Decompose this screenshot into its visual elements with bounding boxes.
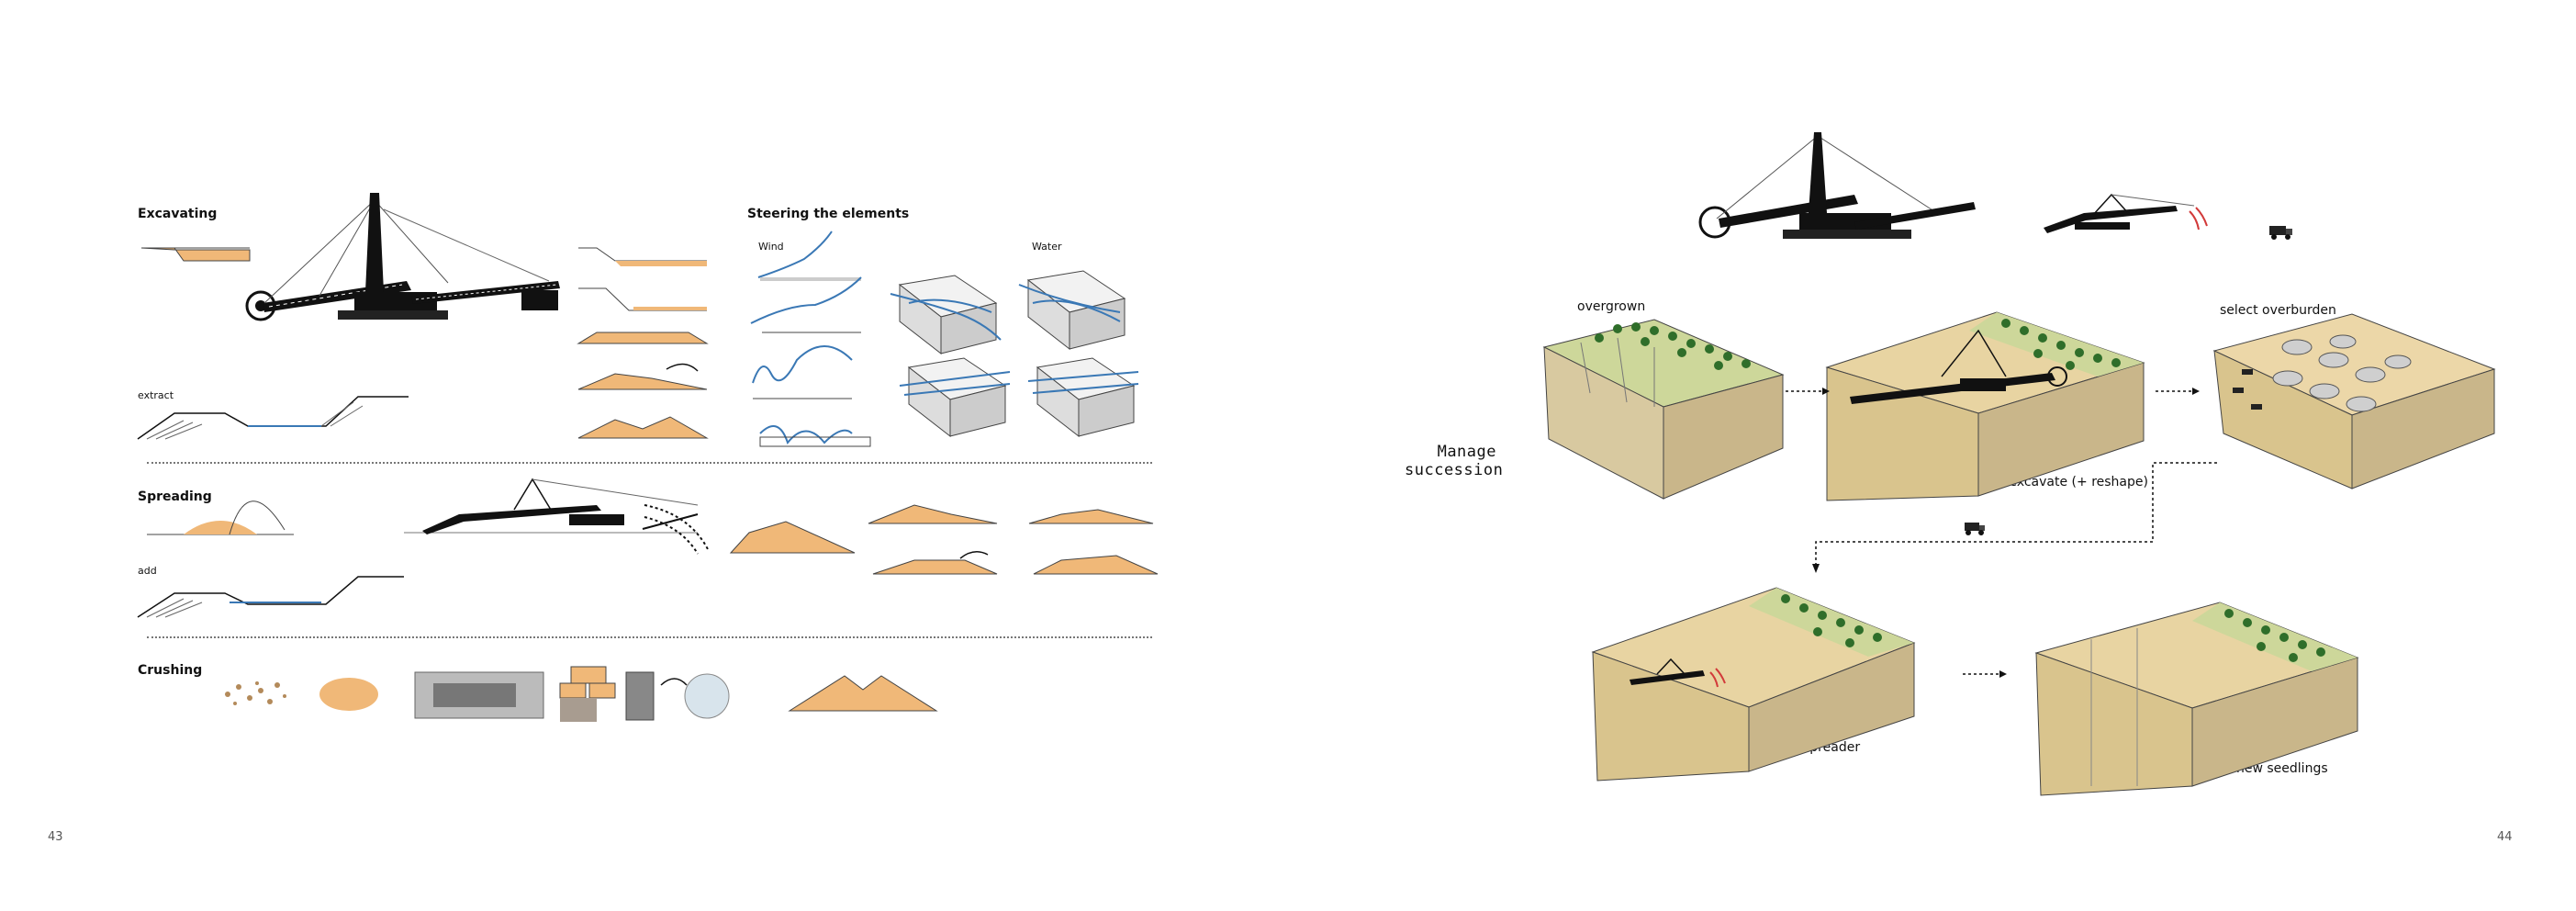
block-new-seedlings xyxy=(2036,602,2362,800)
arrow-overgrown-to-reexcavate xyxy=(1786,386,1831,397)
steering-heading: Steering the elements xyxy=(747,207,909,221)
arrow-reexcavate-to-overburden xyxy=(2156,386,2201,397)
excavating-heading: Excavating xyxy=(138,207,217,221)
wind-diagrams xyxy=(751,241,870,452)
spreading-profile-sequence xyxy=(731,496,1171,579)
excavator-drawing-top xyxy=(1698,130,1983,245)
extract-profile-drawing xyxy=(138,386,413,441)
arrow-spreader-to-seedlings xyxy=(1963,669,2009,680)
title-line-1: Manage xyxy=(1405,443,1496,461)
crushing-sequence xyxy=(220,667,955,724)
block-overgrown xyxy=(1544,320,1783,503)
dotted-divider-1 xyxy=(147,462,1152,464)
truck-icon-middle xyxy=(1963,520,1988,536)
bucket-wheel-excavator-drawing xyxy=(246,182,563,329)
page-number-left: 43 xyxy=(48,830,63,844)
excavating-sand-wedge xyxy=(138,241,257,268)
water-label: Water xyxy=(1032,241,1062,253)
truck-icon-top xyxy=(2268,222,2295,241)
title-line-2: succession xyxy=(1405,461,1496,479)
dotted-divider-2 xyxy=(147,636,1152,638)
spreader-dotted-arcs xyxy=(643,500,716,556)
arrow-overburden-to-spreader xyxy=(1809,461,2222,576)
crushing-heading: Crushing xyxy=(138,663,202,678)
steering-terrain-blocks xyxy=(881,266,1148,441)
block-select-overburden xyxy=(2214,314,2499,493)
page-number-right: 44 xyxy=(2497,830,2513,844)
block-spreader xyxy=(1593,588,1919,785)
overgrown-label: overgrown xyxy=(1577,299,1645,314)
add-profile-drawing xyxy=(138,569,413,620)
excavating-profile-sequence xyxy=(578,241,711,447)
spreader-drawing-top xyxy=(2038,193,2212,237)
spreading-profile-1 xyxy=(147,492,303,538)
manage-succession-title: Manage succession xyxy=(1405,443,1496,479)
